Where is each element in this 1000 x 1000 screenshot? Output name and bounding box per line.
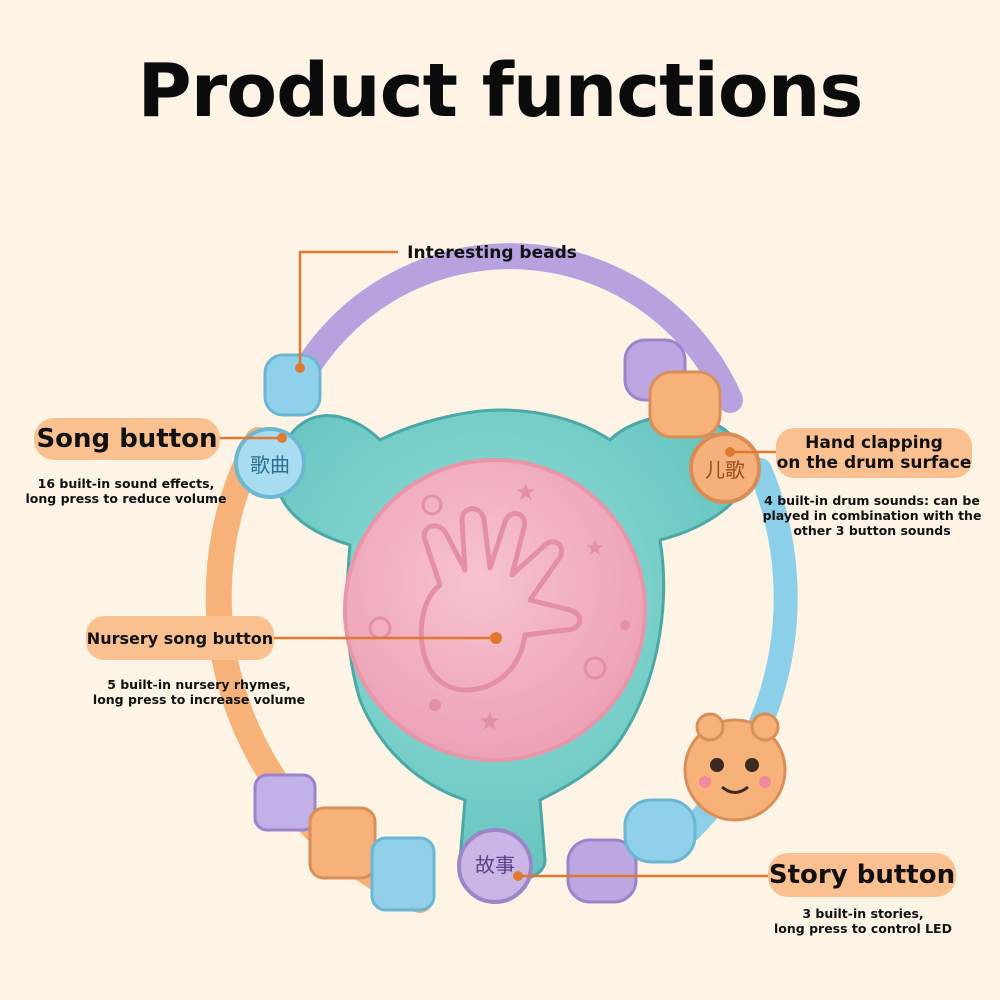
- drum-surface: [345, 460, 645, 760]
- song-button: [234, 427, 306, 499]
- bead: [308, 806, 377, 880]
- clap-callout: Hand clapping on the drum surface: [776, 428, 972, 478]
- beads-label: Interesting beads: [407, 243, 577, 263]
- bead: [648, 370, 722, 439]
- song-callout: Song button: [34, 418, 220, 460]
- song-label: Song button: [36, 424, 218, 454]
- nursery-label: Nursery song button: [86, 628, 274, 648]
- clap-description: 4 built-in drum sounds: can be played in…: [762, 493, 982, 538]
- song-description: 16 built-in sound effects, long press to…: [25, 476, 227, 506]
- clap-label-line2: on the drum surface: [776, 453, 972, 473]
- beads-callout: Interesting beads: [398, 234, 586, 272]
- svg-text:★: ★: [478, 707, 501, 737]
- svg-text:★: ★: [585, 536, 605, 561]
- beads-leader: [298, 250, 398, 368]
- rhyme-button-text: 儿歌: [705, 458, 745, 482]
- story-description: 3 built-in stories, long press to contro…: [774, 906, 952, 936]
- nursery-callout: Nursery song button: [86, 616, 274, 660]
- story-button-text: 故事: [475, 853, 515, 877]
- story-label: Story button: [768, 860, 956, 890]
- story-button: [457, 828, 533, 904]
- bead: [253, 773, 317, 832]
- clap-label-line1: Hand clapping: [805, 433, 943, 453]
- story-callout: Story button: [768, 853, 956, 897]
- bead: [370, 836, 436, 912]
- bead: [623, 798, 697, 864]
- svg-text:★: ★: [515, 478, 537, 506]
- bear-bead: [683, 718, 787, 822]
- nursery-description: 5 built-in nursery rhymes, long press to…: [92, 677, 306, 707]
- song-button-text: 歌曲: [250, 453, 290, 477]
- purple-ring: [287, 243, 743, 413]
- bead: [263, 353, 322, 417]
- bead: [566, 838, 638, 904]
- hand-emboss: [418, 506, 583, 693]
- page-title: Product functions: [137, 48, 864, 134]
